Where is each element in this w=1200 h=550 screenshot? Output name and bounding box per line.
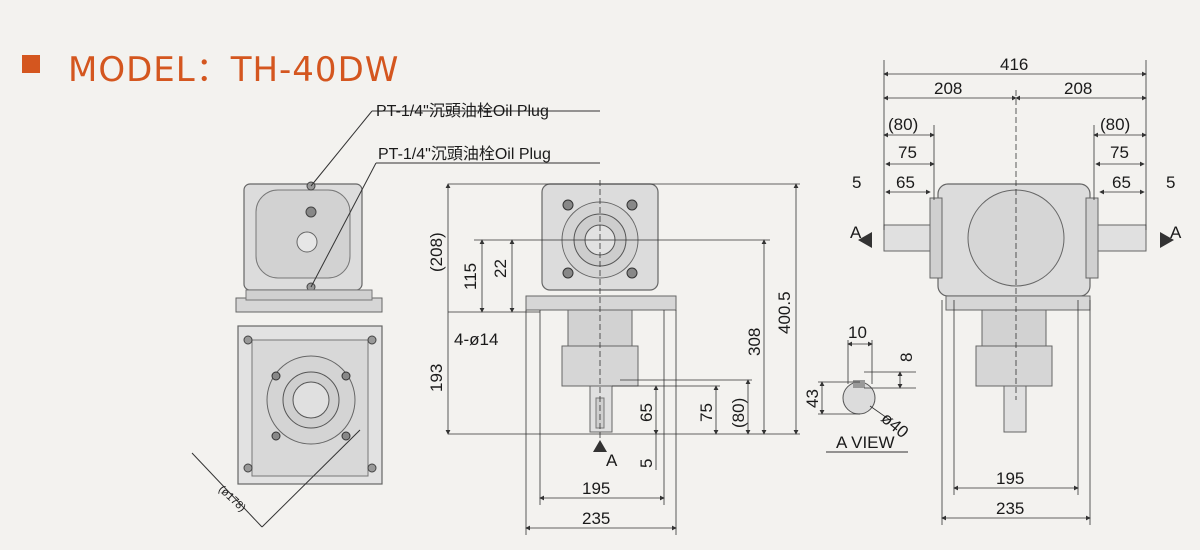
dim-208-right: 208 (1064, 79, 1092, 98)
dim-65-left: 65 (896, 173, 915, 192)
arrow-a-bottom (593, 440, 607, 452)
oil-plug-label-2: PT-1/4"沉頭油栓Oil Plug (378, 145, 551, 163)
dim-5-left: 5 (852, 173, 861, 192)
dim-75-right: 75 (1110, 143, 1129, 162)
dim-22: 22 (491, 259, 510, 278)
dim-235-right: 235 (996, 499, 1024, 518)
dim-65-shaft: 65 (637, 403, 656, 422)
dim-208-vertical: (208) (427, 232, 446, 272)
a-label-left: A (850, 223, 862, 242)
dim-5-shaft: 5 (637, 459, 656, 468)
arrow-a-right (1160, 232, 1174, 248)
dim-65-right: 65 (1112, 173, 1131, 192)
dim-5-right: 5 (1166, 173, 1175, 192)
dim-key-8: 8 (897, 353, 916, 362)
dim-80-left: (80) (888, 115, 918, 134)
a-view-label: A VIEW (836, 433, 895, 452)
dim-308: 308 (745, 328, 764, 356)
dim-80-right: (80) (1100, 115, 1130, 134)
dim-416: 416 (1000, 55, 1028, 74)
dim-400-5: 400.5 (775, 291, 794, 334)
bolt-holes-label: 4-ø14 (454, 330, 498, 349)
right-front-view (883, 183, 1147, 433)
middle-front-view (525, 183, 677, 433)
a-label-right: A (1170, 223, 1182, 242)
page-title: MODEL：TH-40DW (68, 50, 400, 90)
flange-diameter-label: (ø178) (216, 483, 248, 514)
arrow-a-left (858, 232, 872, 248)
dim-key-10: 10 (848, 323, 867, 342)
left-plan-view (191, 325, 383, 528)
dim-195-mid: 195 (582, 479, 610, 498)
dim-75-shaft: 75 (697, 403, 716, 422)
dim-key-43: 43 (803, 389, 822, 408)
title-square (22, 55, 40, 73)
oil-plug-label-1: PT-1/4"沉頭油栓Oil Plug (376, 102, 549, 120)
dim-75-left: 75 (898, 143, 917, 162)
dim-115: 115 (461, 263, 480, 290)
dim-195-right: 195 (996, 469, 1024, 488)
a-label-bottom: A (606, 451, 618, 470)
a-view-section (826, 380, 908, 453)
dim-208-left: 208 (934, 79, 962, 98)
dim-80-shaft: (80) (729, 398, 748, 428)
dim-235-mid: 235 (582, 509, 610, 528)
dim-193: 193 (427, 364, 446, 392)
left-side-view (235, 181, 383, 313)
